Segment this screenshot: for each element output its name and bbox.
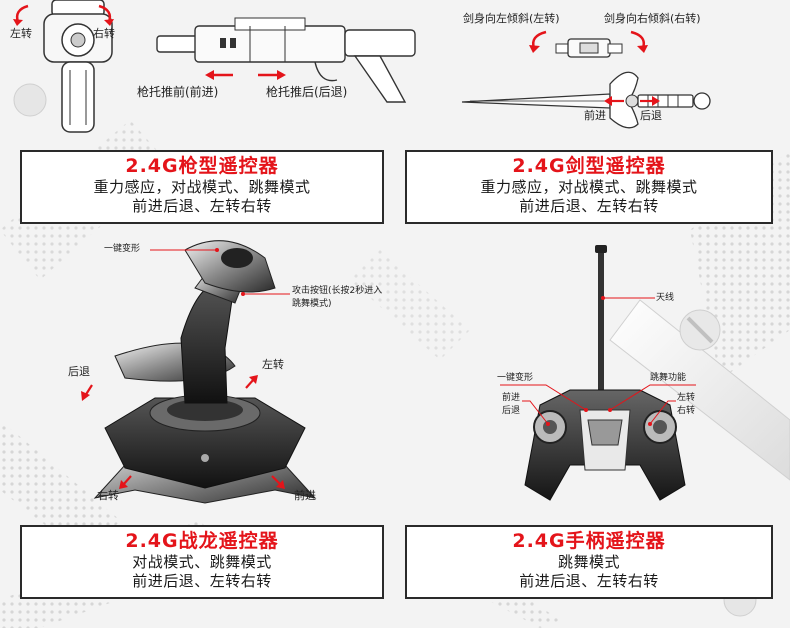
handheld-remote-card: 2.4G手柄遥控器 跳舞模式 前进后退、左转右转	[405, 525, 773, 599]
sword-back-arrow-icon	[640, 96, 660, 106]
gun-remote-top-view	[43, 0, 113, 133]
sword-remote-title: 2.4G剑型遥控器	[512, 155, 666, 177]
gun-remote-controls: 前进后退、左转右转	[132, 197, 272, 215]
joystick-forward-label: 前进	[294, 489, 316, 502]
joystick-back-label: 后退	[68, 365, 90, 378]
gun-stock-forward-label: 枪托推前(前进)	[137, 85, 219, 99]
right-turn-arrow-joystick-icon	[119, 475, 132, 489]
sword-back-label: 后退	[640, 109, 662, 122]
antenna-pointer-line-icon	[601, 296, 655, 300]
dance-pointer-line-icon	[608, 384, 696, 412]
handheld-remote-features: 跳舞模式	[557, 553, 620, 571]
lr-turn-pointer-line-icon	[648, 400, 676, 426]
sword-remote-top-view	[555, 38, 623, 58]
gun-right-turn-label: 右转	[93, 27, 115, 40]
left-turn-arrow-joystick-icon	[245, 375, 258, 389]
right-turn-arrow-icon	[98, 4, 114, 26]
sword-forward-arrow-icon	[604, 96, 624, 106]
tilt-right-arrow-icon	[630, 30, 648, 53]
handheld-transform-label: 一键变形	[497, 373, 534, 383]
forward-arrow-joystick-icon	[271, 475, 285, 489]
handheld-lr-turn-label: 左转右转	[676, 393, 695, 416]
dragon-remote-title: 2.4G战龙遥控器	[125, 530, 279, 552]
dragon-remote-card: 2.4G战龙遥控器 对战模式、跳舞模式 前进后退、左转右转	[20, 525, 384, 599]
gun-remote-features: 重力感应，对战模式、跳舞模式	[93, 178, 311, 196]
gun-left-turn-label: 左转	[10, 27, 32, 40]
handheld-remote-controls: 前进后退、左转右转	[519, 572, 659, 590]
handheld-antenna-label: 天线	[656, 293, 675, 303]
gun-remote-card: 2.4G枪型遥控器 重力感应，对战模式、跳舞模式 前进后退、左转右转	[20, 150, 384, 224]
joystick-remote-image	[93, 240, 317, 504]
fwd-back-pointer-line-icon	[522, 400, 550, 426]
tilt-left-arrow-icon	[529, 30, 547, 53]
handheld-remote-image	[524, 245, 686, 501]
back-arrow-icon	[81, 384, 93, 401]
left-turn-arrow-icon	[13, 4, 29, 26]
sword-remote-features: 重力感应，对战模式、跳舞模式	[480, 178, 698, 196]
joystick-transform-label: 一键变形	[104, 244, 141, 254]
sword-remote-card: 2.4G剑型遥控器 重力感应，对战模式、跳舞模式 前进后退、左转右转	[405, 150, 773, 224]
handheld-remote-title: 2.4G手柄遥控器	[512, 530, 666, 552]
dragon-remote-controls: 前进后退、左转右转	[132, 572, 272, 590]
transform-handheld-pointer-icon	[500, 384, 588, 412]
sword-tilt-left-label: 剑身向左倾斜(左转)	[463, 12, 560, 25]
gun-stock-back-label: 枪托推后(后退)	[266, 85, 348, 99]
joystick-right-turn-label: 右转	[97, 489, 119, 502]
dragon-remote-features: 对战模式、跳舞模式	[132, 553, 272, 571]
gun-remote-title: 2.4G枪型遥控器	[125, 155, 279, 177]
joystick-attack-label: 攻击按钮(长按2秒进入跳舞模式)	[292, 286, 383, 309]
stock-forward-arrow-icon	[205, 70, 233, 80]
stock-back-arrow-icon	[258, 70, 286, 80]
gun-remote-side-view	[156, 17, 416, 103]
attack-pointer-line-icon	[241, 292, 290, 296]
transform-pointer-line-icon	[150, 248, 219, 252]
handheld-fwd-back-label: 前进后退	[501, 393, 520, 416]
sword-forward-label: 前进	[584, 109, 606, 122]
joystick-left-turn-label: 左转	[262, 358, 284, 371]
sword-tilt-right-label: 剑身向右倾斜(右转)	[604, 12, 701, 25]
sword-remote-controls: 前进后退、左转右转	[519, 197, 659, 215]
handheld-dance-label: 跳舞功能	[650, 373, 687, 383]
